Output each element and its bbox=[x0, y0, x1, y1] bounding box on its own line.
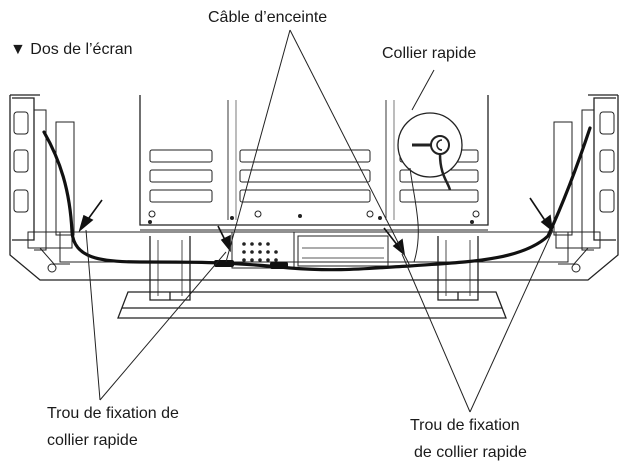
leader-lines bbox=[85, 29, 553, 413]
terminal-dots bbox=[148, 214, 474, 262]
left-speaker-bracket bbox=[12, 97, 75, 265]
stand bbox=[117, 236, 507, 319]
right-speaker-bracket bbox=[553, 97, 616, 265]
screws bbox=[47, 210, 581, 273]
section-title-text: Dos de l’écran bbox=[30, 41, 133, 58]
left-hole-label-line2: collier rapide bbox=[47, 432, 138, 449]
left-hole-label-line1: Trou de fixation de bbox=[47, 405, 179, 422]
quick-clamp-label: Collier rapide bbox=[382, 45, 477, 62]
triangle-marker-icon: ▼ bbox=[10, 41, 26, 58]
cable-connectors bbox=[214, 260, 288, 269]
speaker-cable-label: Câble d’enceinte bbox=[208, 9, 328, 26]
right-hole-label-line1: Trou de fixation bbox=[410, 417, 520, 434]
right-hole-label-line2: de collier rapide bbox=[414, 444, 527, 461]
section-title: ▼ Dos de l’écran bbox=[10, 40, 133, 60]
quick-clamp-callout bbox=[397, 69, 463, 263]
fixing-arrows bbox=[78, 197, 554, 256]
speaker-cable bbox=[42, 126, 592, 272]
panel-body bbox=[9, 94, 619, 281]
